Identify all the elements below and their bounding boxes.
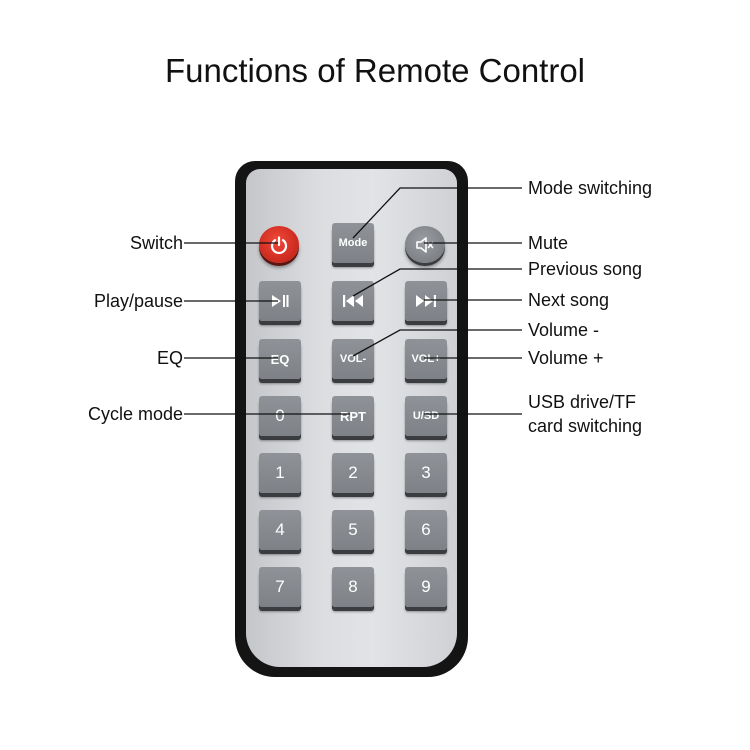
label-volume-plus: Volume + xyxy=(528,348,604,368)
leader-volume-minus xyxy=(352,329,522,357)
key-3[interactable]: 3 xyxy=(405,453,447,493)
key-4[interactable]: 4 xyxy=(259,510,301,550)
key-9[interactable]: 9 xyxy=(405,567,447,607)
key-6[interactable]: 6 xyxy=(405,510,447,550)
label-eq: EQ xyxy=(156,348,183,368)
key-0[interactable]: 0 xyxy=(259,396,301,436)
repeat-button[interactable]: RPT xyxy=(332,396,374,436)
label-volume-minus: Volume - xyxy=(528,320,600,340)
label-play-pause: Play/pause xyxy=(93,291,183,311)
next-track-icon xyxy=(416,295,436,307)
key-5[interactable]: 5 xyxy=(332,510,374,550)
label-mute: Mute xyxy=(528,233,569,253)
label-usb-line1: USB drive/TF xyxy=(528,392,637,412)
usb-sd-button[interactable]: U/SD xyxy=(405,396,447,436)
next-button[interactable] xyxy=(405,281,447,321)
label-mode-switching: Mode switching xyxy=(528,178,653,198)
mode-button[interactable]: Mode xyxy=(332,223,374,263)
label-previous-song: Previous song xyxy=(528,259,643,279)
label-usb-line2: card switching xyxy=(528,416,643,436)
key-7[interactable]: 7 xyxy=(259,567,301,607)
label-cycle-mode: Cycle mode xyxy=(87,404,183,424)
key-8[interactable]: 8 xyxy=(332,567,374,607)
power-button[interactable] xyxy=(259,226,299,263)
label-next-song: Next song xyxy=(528,290,610,310)
key-1[interactable]: 1 xyxy=(259,453,301,493)
eq-button[interactable]: EQ xyxy=(259,339,301,379)
volume-up-button[interactable]: VOL+ xyxy=(405,339,447,379)
leader-mode-switching xyxy=(352,187,522,239)
leader-previous-song xyxy=(352,268,522,297)
previous-track-icon xyxy=(343,295,363,307)
key-2[interactable]: 2 xyxy=(332,453,374,493)
volume-down-button[interactable]: VOL- xyxy=(332,339,374,379)
page-title: Functions of Remote Control xyxy=(164,52,586,89)
label-switch: Switch xyxy=(129,233,183,253)
